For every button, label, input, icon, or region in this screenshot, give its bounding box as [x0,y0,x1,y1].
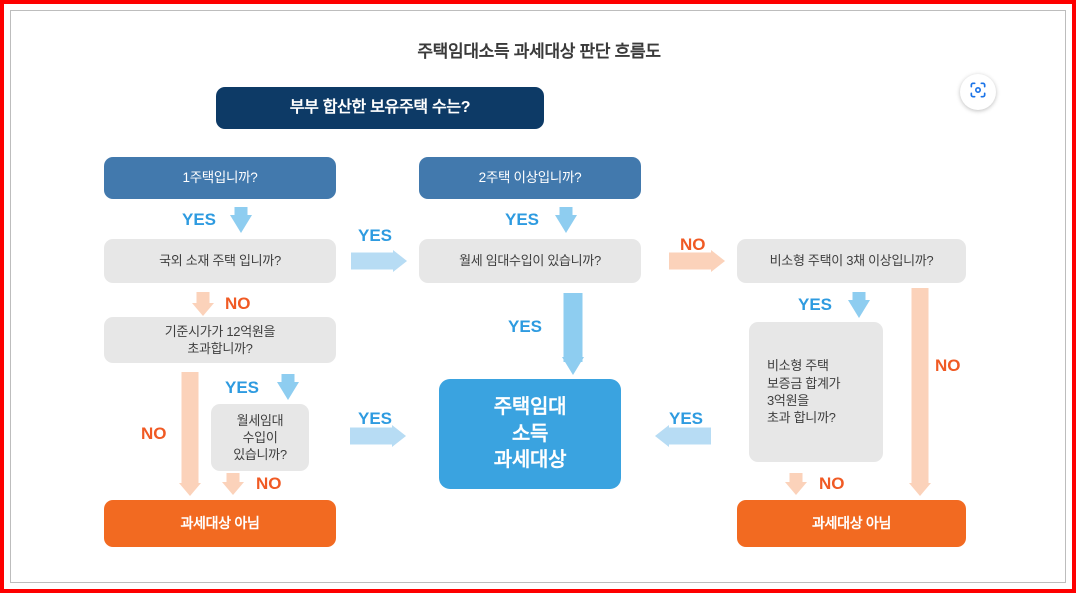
edge-label-deposit-to-not-taxable: NO [819,474,845,493]
arrow-down-deposit-to-not-taxable [784,473,807,495]
flowchart-canvas: 주택임대소득 과세대상 판단 흐름도 부부 합산한 보유주택 수는? 1주택입니… [10,10,1066,583]
node-not-taxable-right[interactable]: 과세대상 아님 [737,500,966,547]
edge-label-one-house-to-two-plus: YES [358,226,393,245]
arrow-left-deposit-to-taxable [655,424,711,447]
arrow-right-monthly-rent-small-to-taxable [350,424,406,447]
arrow-down-two-plus-to-monthly-rent [554,207,577,233]
edge-label-monthly-rent-small-to-taxable: YES [358,409,393,428]
node-overseas[interactable]: 국외 소재 주택 입니까? [104,239,336,283]
node-price-over-12[interactable]: 기준시가가 12억원을 초과합니까? [104,317,336,363]
node-not-taxable-left[interactable]: 과세대상 아님 [104,500,336,547]
edge-label-one-house-to-overseas: YES [182,210,217,229]
node-two-plus-house[interactable]: 2주택 이상입니까? [419,157,641,199]
arrow-down-monthly-rent-small-to-not-taxable [221,473,244,495]
edge-label-monthly-rent-to-taxable: YES [508,317,543,336]
arrow-down-non-small-to-deposit [847,292,870,318]
node-root[interactable]: 부부 합산한 보유주택 수는? [216,87,544,129]
node-taxable[interactable]: 주택임대 소득 과세대상 [439,379,621,489]
node-monthly-rent-center[interactable]: 월세 임대수입이 있습니까? [419,239,641,283]
arrow-right-one-house-to-two-plus [351,249,407,272]
google-lens-icon [968,80,988,105]
edge-label-monthly-rent-small-to-not-taxable: NO [256,474,282,493]
node-deposit-over-3-text: 비소형 주택 보증금 합계가 3억원을 초과 합니까? [767,358,841,426]
google-lens-button[interactable] [960,74,996,110]
arrow-right-two-plus-to-non-small [669,249,725,272]
edge-label-two-plus-to-monthly-rent: YES [505,210,540,229]
edge-label-non-small-to-deposit: YES [798,295,833,314]
node-taxable-text: 주택임대 소득 과세대상 [493,396,567,472]
node-deposit-over-3[interactable]: 비소형 주택 보증금 합계가 3억원을 초과 합니까? [749,322,883,462]
edge-label-deposit-to-taxable: YES [669,409,704,428]
arrow-down-price-to-monthly-rent-small [276,374,299,400]
edge-label-overseas-to-price: NO [225,294,251,313]
node-one-house[interactable]: 1주택입니까? [104,157,336,199]
node-monthly-rent-small[interactable]: 월세임대 수입이 있습니까? [211,404,309,471]
node-price-over-12-text: 기준시가가 12억원을 초과합니까? [164,323,276,356]
edge-label-non-small-to-not-taxable: NO [935,356,961,375]
arrow-down-non-small-to-not-taxable [908,288,931,496]
edge-label-two-plus-to-non-small: NO [680,235,706,254]
arrow-down-one-house-to-overseas [229,207,252,233]
edge-label-price-to-monthly-rent-small: YES [225,378,260,397]
arrow-down-price-to-not-taxable [178,372,201,496]
page-title: 주택임대소득 과세대상 판단 흐름도 [417,42,661,61]
node-non-small-3plus[interactable]: 비소형 주택이 3채 이상입니까? [737,239,966,283]
node-monthly-rent-small-text: 월세임대 수입이 있습니까? [233,412,287,463]
arrow-down-overseas-to-price [191,292,214,316]
edge-label-price-to-not-taxable: NO [141,424,167,443]
arrow-down-monthly-rent-to-taxable [561,293,584,375]
